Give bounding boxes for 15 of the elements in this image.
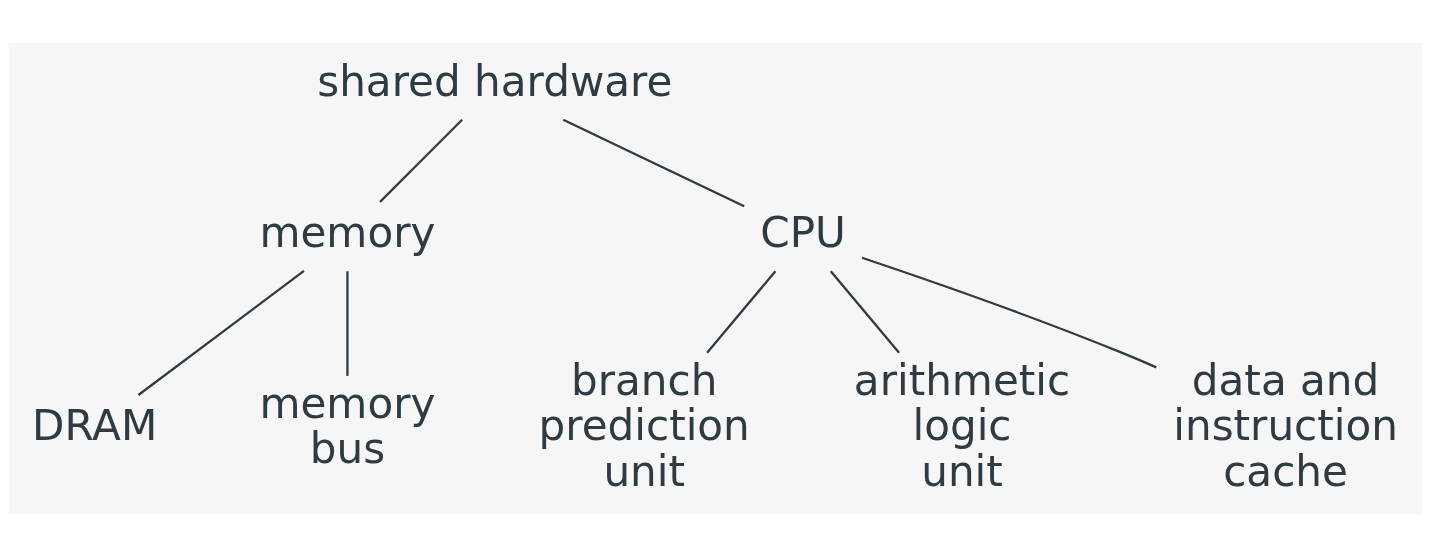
connector <box>562 118 745 208</box>
connector <box>379 118 463 203</box>
node-text: shared hardware <box>317 56 673 106</box>
connector <box>137 269 305 396</box>
node-text: memory bus <box>259 378 436 474</box>
connector <box>346 271 349 376</box>
node-text: data and instruction cache <box>1173 355 1398 497</box>
connector <box>829 270 900 354</box>
node-text: CPU <box>760 208 846 258</box>
node-text: memory <box>259 208 436 258</box>
node-text: branch prediction unit <box>538 355 750 497</box>
node-text: arithmetic logic unit <box>853 355 1071 497</box>
connector <box>861 256 1157 369</box>
node-text: DRAM <box>32 401 158 451</box>
connector <box>706 270 777 354</box>
